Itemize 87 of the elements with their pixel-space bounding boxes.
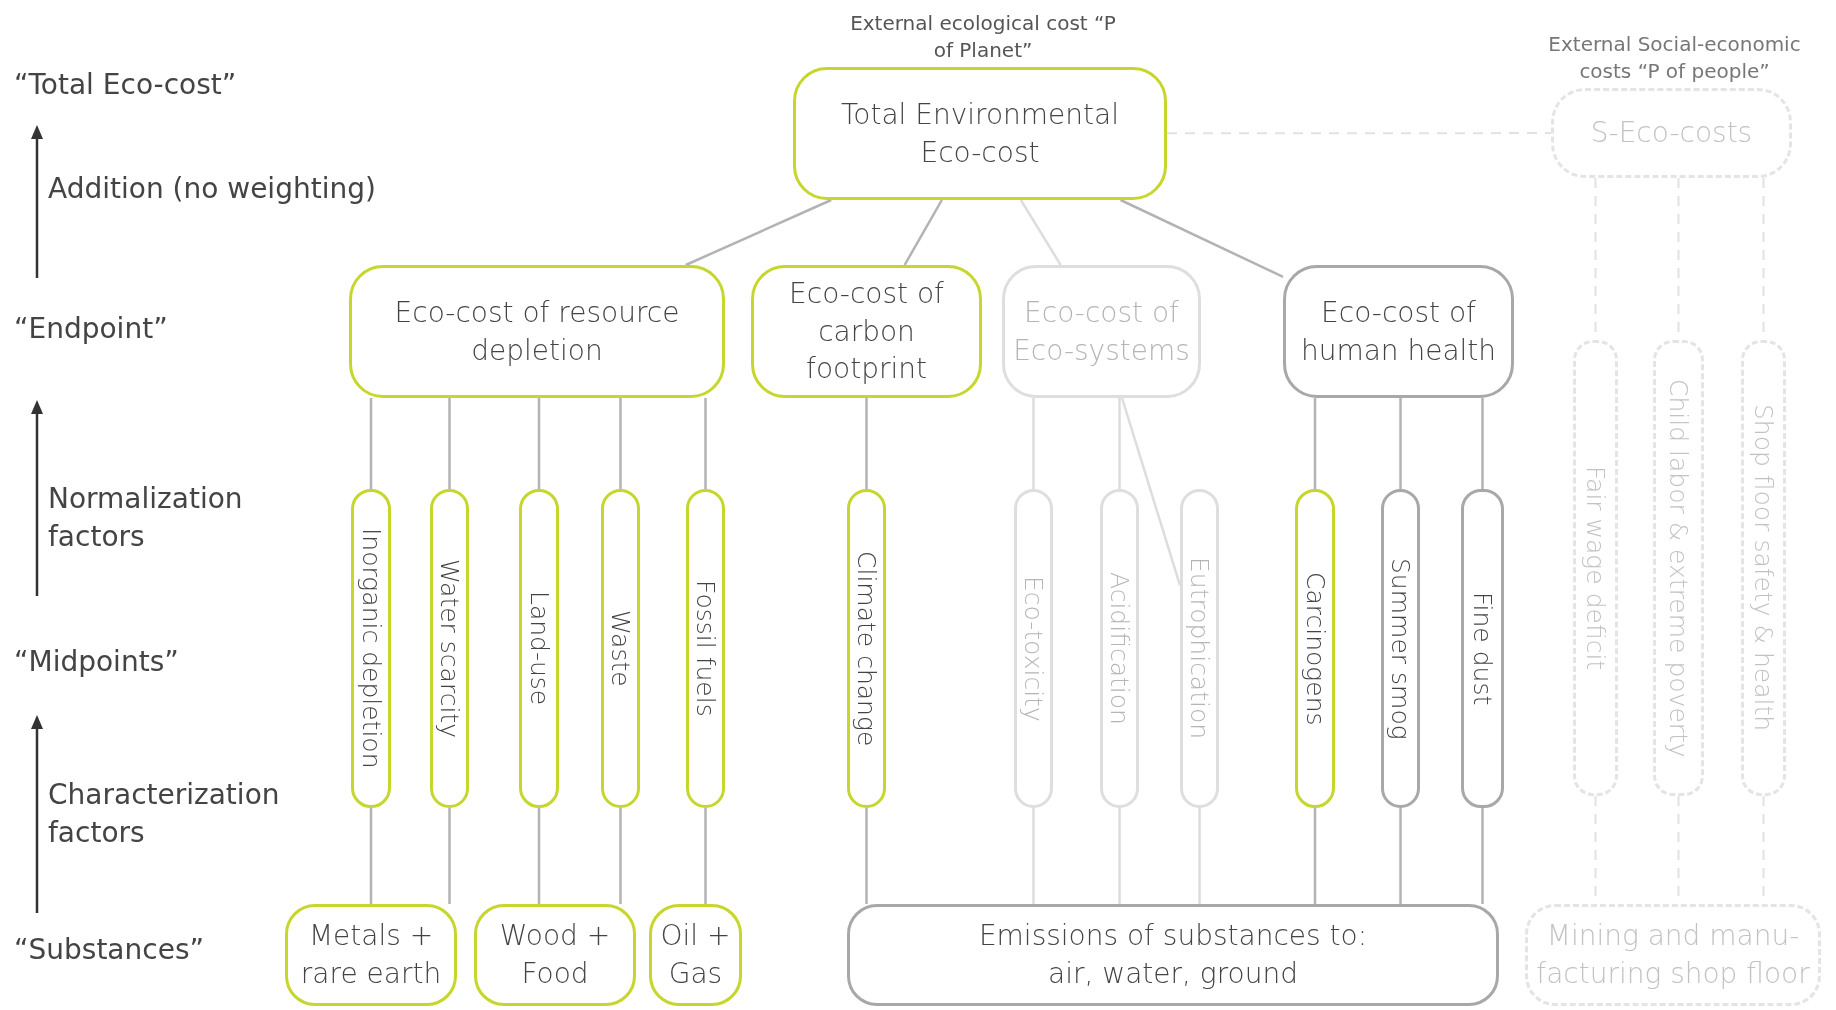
rounded-box: [751, 265, 982, 398]
midpoint-pill: [1573, 340, 1618, 796]
node-label: Child labor & extreme poverty: [1664, 378, 1693, 758]
connector-line: [1399, 398, 1402, 489]
node-label: Waste: [606, 610, 635, 687]
step-label: Characterization factors: [48, 777, 281, 851]
midpoint-pill: [1461, 489, 1504, 808]
node-label: Shop floor safety & health: [1749, 404, 1778, 732]
midpoint-pill: [1653, 340, 1704, 796]
node-label: Total Environmental Eco-cost: [840, 96, 1120, 171]
connector-line: [1399, 808, 1402, 904]
node-label: Fossil fuels: [691, 580, 720, 717]
caption-text: External ecological cost “P of Planet”: [849, 10, 1117, 64]
node-label: Land-use: [525, 591, 553, 706]
midpoint-pill: [1741, 340, 1786, 796]
level-label: “Midpoints”: [14, 644, 179, 680]
connector-line: [704, 808, 707, 904]
node-label: Fine dust: [1468, 591, 1497, 706]
midpoint-pill: [1295, 489, 1335, 808]
connector-line: [369, 398, 373, 489]
node-label: Acidification: [1105, 572, 1134, 725]
caption-text: External Social-economic costs “P of people”: [1547, 31, 1802, 85]
connector-line: [1313, 398, 1317, 489]
node-label: Eutrophication: [1185, 557, 1214, 740]
rounded-box: [847, 904, 1499, 1006]
midpoint-pill: [1180, 489, 1219, 808]
node-label: Eco-cost of human health: [1299, 294, 1498, 369]
connector-line: [1118, 398, 1121, 489]
node-label: Eco-cost of resource depletion: [393, 294, 681, 369]
connector-line: [865, 398, 868, 489]
node-label: Wood + Food: [498, 918, 612, 992]
node-label: Eco-cost of Eco-systems: [1012, 294, 1191, 369]
connector-line: [1313, 808, 1317, 904]
node-label: Inorganic depletion: [357, 528, 385, 769]
midpoint-pill: [430, 489, 469, 808]
level-label: “Total Eco-cost”: [14, 67, 237, 103]
node-label: Carcinogens: [1301, 571, 1329, 726]
node-label: Metals + rare earth: [299, 918, 443, 992]
connector-line: [704, 398, 707, 489]
node-label: Climate change: [852, 550, 881, 747]
midpoint-pill: [1100, 489, 1139, 808]
connector-line: [1118, 808, 1121, 904]
midpoint-pill: [847, 489, 886, 808]
rounded-box: [349, 265, 725, 398]
node-label: Water scarcity: [435, 559, 464, 738]
connector-line: [537, 398, 541, 489]
level-label: “Endpoint”: [14, 311, 168, 347]
rounded-box: [649, 904, 742, 1006]
connector-line: [685, 198, 832, 267]
connector-line: [1032, 398, 1035, 489]
step-label: Addition (no weighting): [48, 171, 376, 207]
rounded-box: [1002, 265, 1201, 398]
connector-line: [1481, 808, 1484, 904]
midpoint-pill: [519, 489, 559, 808]
midpoint-pill: [601, 489, 640, 808]
rounded-box: [1525, 904, 1821, 1006]
connector-line: [1481, 398, 1484, 489]
node-label: Fair wage deficit: [1581, 465, 1610, 671]
node-label: Summer smog: [1386, 557, 1415, 740]
step-label: Normalization factors: [48, 481, 244, 555]
node-label: Mining and manu- facturing shop floor: [1535, 918, 1811, 992]
node-label: Oil + Gas: [659, 918, 732, 992]
level-label: “Substances”: [14, 932, 204, 968]
connector-line: [903, 199, 943, 266]
connector-line: [1032, 808, 1035, 904]
node-label: Eco-toxicity: [1019, 575, 1048, 722]
midpoint-pill: [351, 489, 391, 808]
midpoint-pill: [1014, 489, 1053, 808]
connector-line: [865, 808, 868, 904]
connector-line: [537, 808, 541, 904]
rounded-box: [474, 904, 636, 1006]
connector-line: [1198, 808, 1201, 904]
connector-line: [1120, 397, 1182, 586]
rounded-box: [1283, 265, 1514, 398]
rounded-box: [285, 904, 457, 1006]
node-label: S-Eco-costs: [1589, 115, 1754, 152]
connector-line: [369, 808, 373, 904]
connector-line: [448, 808, 451, 904]
midpoint-pill: [686, 489, 725, 808]
connector-line: [619, 398, 622, 489]
node-label: Eco-cost of carbon footprint: [788, 275, 945, 388]
connector-line: [448, 398, 451, 489]
connector-line: [1019, 199, 1062, 266]
connector-line: [619, 808, 622, 904]
midpoint-pill: [1381, 489, 1420, 808]
connector-line: [1120, 198, 1284, 278]
node-label: Emissions of substances to: air, water, ground: [977, 918, 1369, 992]
